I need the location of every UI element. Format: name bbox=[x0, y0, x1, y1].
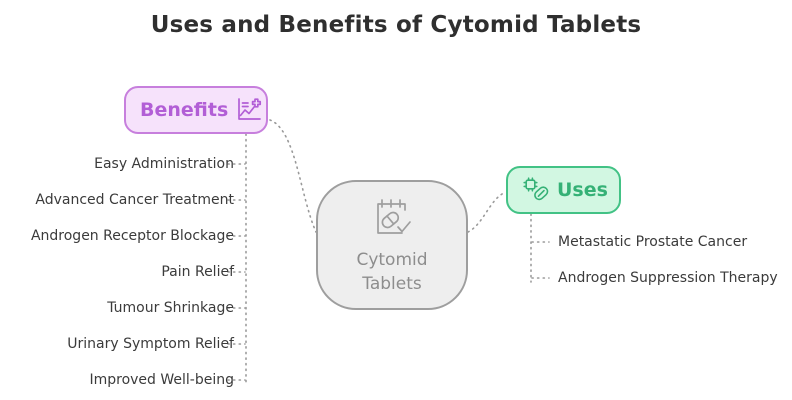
health-chart-plus-icon bbox=[235, 96, 263, 124]
branch-node-benefits-label: Benefits bbox=[140, 99, 229, 121]
connector-center-to-uses bbox=[467, 191, 507, 233]
branch-node-benefits[interactable]: Benefits bbox=[124, 86, 268, 134]
branch-node-uses[interactable]: Uses bbox=[506, 166, 621, 214]
leaf-label-uses-1[interactable]: Androgen Suppression Therapy bbox=[558, 270, 778, 286]
branch-node-uses-label: Uses bbox=[557, 179, 608, 201]
leaf-label-benefits-4[interactable]: Tumour Shrinkage bbox=[107, 300, 234, 316]
leaf-label-benefits-5[interactable]: Urinary Symptom Relief bbox=[67, 336, 234, 352]
page-title: Uses and Benefits of Cytomid Tablets bbox=[150, 12, 642, 38]
calendar-pill-check-icon bbox=[369, 195, 415, 243]
connector-benefits-to-center bbox=[269, 119, 317, 233]
leaf-label-benefits-2[interactable]: Androgen Receptor Blockage bbox=[30, 228, 234, 244]
leaf-label-benefits-3[interactable]: Pain Relief bbox=[161, 264, 234, 280]
leaf-label-uses-0[interactable]: Metastatic Prostate Cancer bbox=[558, 234, 748, 250]
leaf-label-benefits-1[interactable]: Advanced Cancer Treatment bbox=[35, 192, 234, 208]
leaf-label-benefits-6[interactable]: Improved Well-being bbox=[89, 372, 234, 388]
virus-capsule-icon bbox=[522, 176, 550, 204]
center-node-label-line1: Cytomid bbox=[356, 250, 428, 270]
center-node-label-line2: Tablets bbox=[362, 274, 422, 294]
leaf-label-benefits-0[interactable]: Easy Administration bbox=[94, 156, 234, 172]
center-node[interactable]: Cytomid Tablets bbox=[316, 180, 468, 310]
